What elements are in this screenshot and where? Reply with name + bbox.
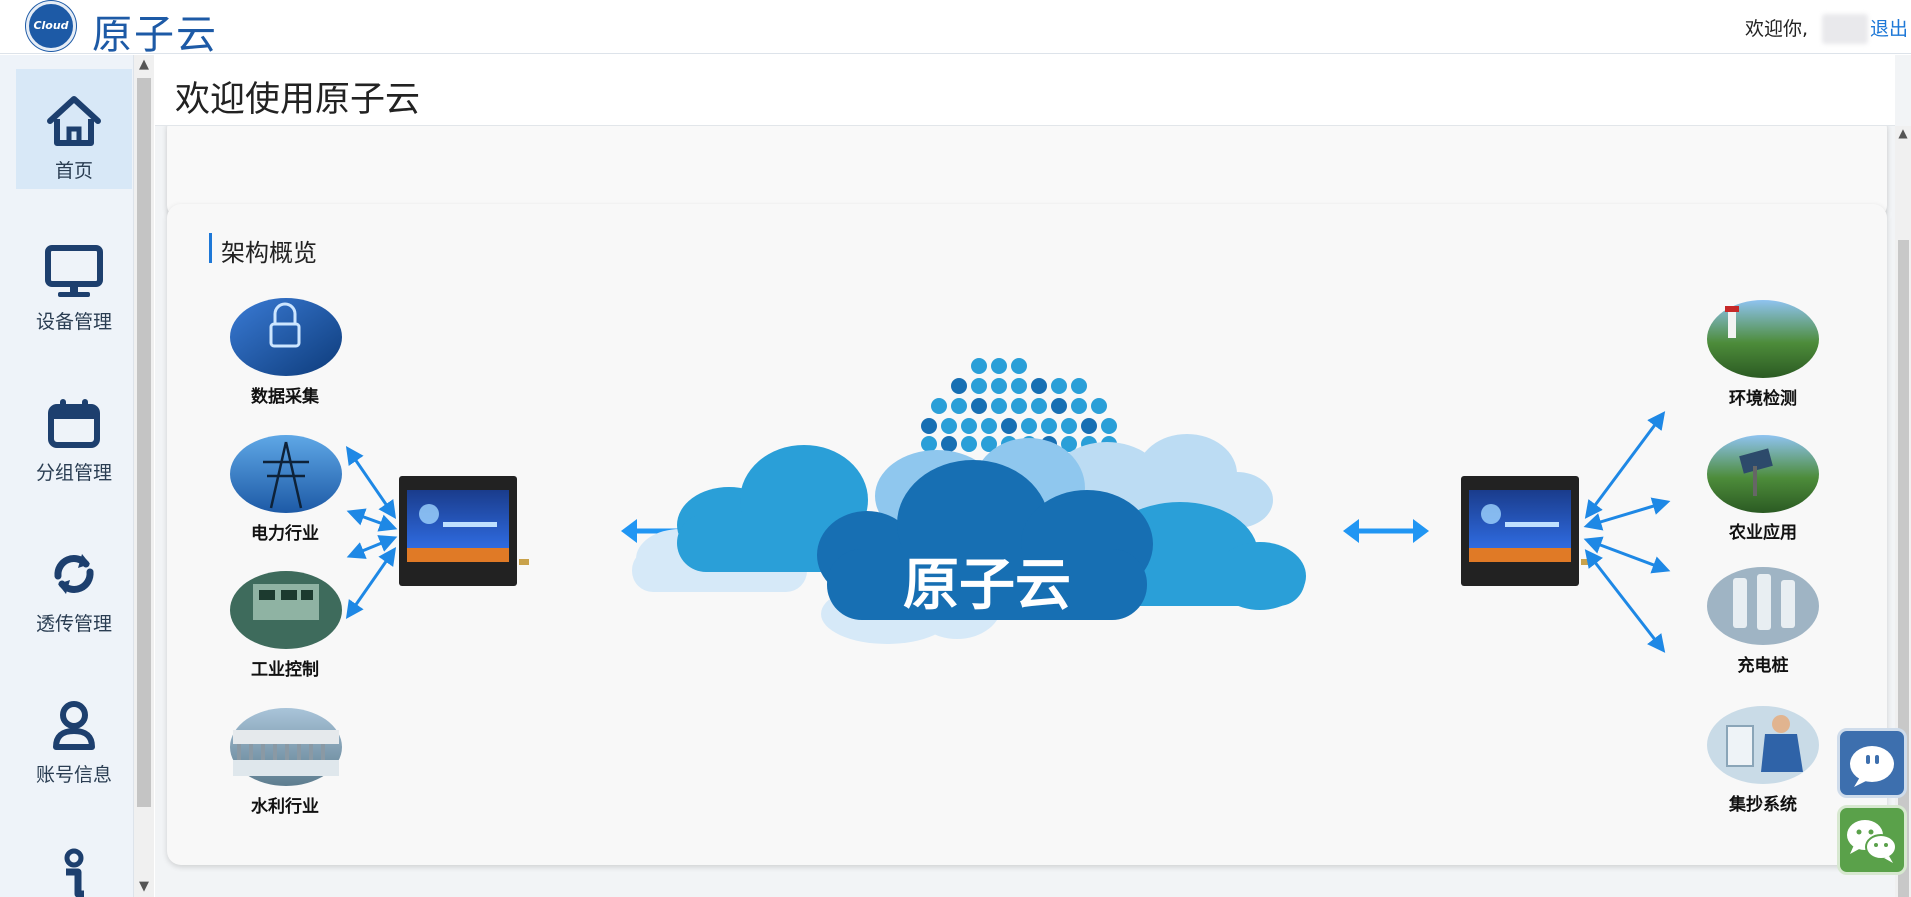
cloud-icon: 原子云 [632, 434, 1306, 644]
agriculture-image [1707, 435, 1819, 513]
right-double-arrow-icon [1343, 519, 1429, 543]
info-icon [64, 848, 84, 897]
section-accent-bar [209, 233, 212, 263]
previous-card [167, 115, 1887, 219]
user-icon [53, 701, 95, 750]
sidebar-item-account[interactable]: 账号信息 [16, 673, 132, 793]
node-label: 充电桩 [1738, 655, 1789, 676]
node-agriculture: 农业应用 [1707, 435, 1819, 543]
sidebar-scrollbar-thumb[interactable] [137, 78, 151, 807]
sidebar-item-more[interactable] [16, 824, 132, 897]
username-redacted [1822, 14, 1868, 44]
node-label: 数据采集 [251, 386, 320, 407]
calendar-icon [48, 399, 100, 448]
welcome-text: 欢迎你, [1745, 18, 1809, 40]
scroll-up-arrow-icon[interactable]: ▲ [139, 57, 149, 72]
node-label: 集抄系统 [1728, 794, 1797, 815]
node-water-conservancy: 水利行业 [230, 708, 342, 817]
node-environment-monitoring: 环境检测 [1707, 300, 1819, 409]
page-title: 欢迎使用原子云 [175, 80, 421, 120]
node-label: 环境检测 [1729, 388, 1797, 409]
node-data-collection: 数据采集 [230, 298, 342, 407]
sidebar-item-label: 透传管理 [35, 613, 112, 635]
brand-title[interactable]: 原子云 [92, 12, 218, 58]
architecture-diagram: 数据采集 电力行业 工业控制 水利行业 [230, 298, 1819, 817]
lock-icon [269, 322, 301, 348]
sidebar-item-groups[interactable]: 分组管理 [16, 371, 132, 491]
node-label: 工业控制 [251, 659, 319, 680]
data-collection-image [230, 298, 342, 376]
left-dtu-device-icon [399, 476, 529, 586]
cloud-logo-icon[interactable]: Cloud [26, 1, 76, 51]
node-industrial-control: 工业控制 [230, 571, 342, 680]
node-label: 电力行业 [251, 523, 319, 544]
power-industry-image [230, 435, 342, 513]
sidebar-item-passthrough[interactable]: 透传管理 [16, 522, 132, 642]
sidebar-item-label: 账号信息 [35, 764, 112, 786]
page-title-bar: 欢迎使用原子云 [155, 55, 1895, 126]
logout-link[interactable]: 退出 [1870, 18, 1909, 40]
sidebar-item-home[interactable]: 首页 [16, 69, 132, 189]
architecture-card: 架构概览 [167, 204, 1887, 865]
home-icon [47, 96, 101, 146]
node-label: 农业应用 [1728, 522, 1797, 543]
sidebar-item-devices[interactable]: 设备管理 [16, 220, 132, 340]
node-power-industry: 电力行业 [230, 435, 342, 544]
online-chat-button[interactable] [1837, 728, 1907, 798]
page-scrollbar-thumb[interactable] [1898, 240, 1909, 897]
sidebar-item-label: 设备管理 [35, 311, 112, 333]
main-content: 欢迎使用原子云 架构概览 [155, 55, 1911, 897]
sidebar: 首页 设备管理 分组管理 透传管理 账号信息 [0, 55, 134, 897]
sync-icon [54, 554, 94, 594]
logo-text: Cloud [33, 19, 69, 32]
page-scroll-up-arrow-icon[interactable]: ▲ [1898, 126, 1908, 140]
node-label: 水利行业 [251, 796, 319, 817]
right-connection-arrows [1583, 411, 1671, 653]
node-charging-pile: 充电桩 [1707, 567, 1819, 676]
environment-image [1707, 300, 1819, 378]
left-connection-arrows [345, 446, 398, 619]
monitor-icon [45, 245, 103, 297]
right-dtu-device-icon [1461, 476, 1591, 586]
top-header: Cloud 原子云 欢迎你, 退出 [0, 0, 1911, 58]
cloud-dot-pattern [921, 358, 1117, 452]
wechat-button[interactable] [1837, 805, 1907, 875]
node-meter-reading: 集抄系统 [1707, 706, 1819, 815]
chat-bubble-icon [1850, 746, 1894, 787]
pylon-icon [263, 441, 309, 509]
scroll-down-arrow-icon[interactable]: ▼ [139, 879, 149, 894]
sidebar-item-label: 首页 [54, 160, 93, 182]
wechat-icon [1847, 820, 1897, 863]
sidebar-item-label: 分组管理 [35, 462, 112, 484]
cloud-label: 原子云 [903, 553, 1071, 618]
section-title: 架构概览 [221, 239, 317, 267]
meter-reading-image [1707, 706, 1819, 784]
